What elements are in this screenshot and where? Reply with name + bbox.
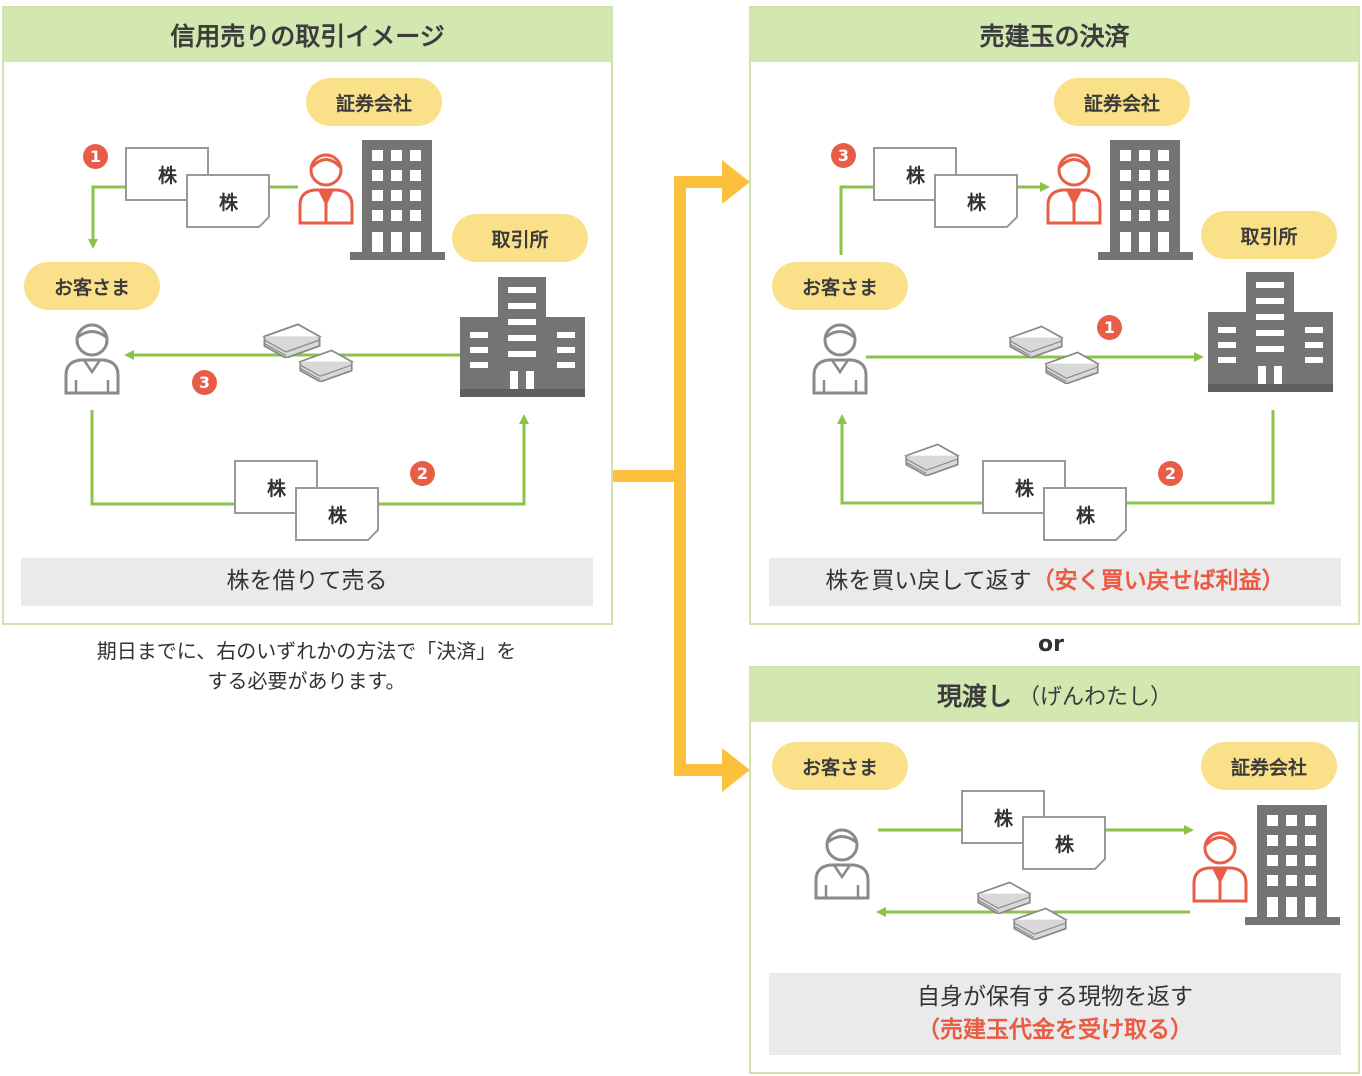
stock-document-icon (186, 174, 270, 228)
top-right-caption-highlight: （安く買い戻せば利益） (1031, 568, 1285, 595)
building-icon (1245, 805, 1340, 925)
step-badge: 2 (410, 461, 435, 486)
left-panel-title: 信用売りの取引イメージ (4, 8, 611, 62)
connector-arrowhead-bottom (722, 748, 750, 792)
customer-label: お客さま (772, 742, 908, 790)
step-badge: 3 (831, 143, 856, 168)
stock-label: 株 (218, 192, 238, 214)
cash-icon (977, 881, 1031, 914)
bottom-right-caption: 自身が保有する現物を返す （売建玉代金を受け取る） (769, 973, 1341, 1055)
customer-label: お客さま (772, 262, 908, 310)
stock-label: 株 (1014, 478, 1034, 500)
stock-label: 株 (966, 192, 986, 214)
bottom-right-title-sub: （げんわたし） (1018, 685, 1173, 710)
person-icon (1192, 831, 1248, 903)
customer-label: お客さま (24, 262, 160, 310)
top-right-caption-text: 株を買い戻して返す (825, 568, 1032, 595)
step-badge: 1 (1097, 315, 1122, 340)
bottom-right-title-main: 現渡し (936, 682, 1012, 711)
step-badge: 2 (1158, 461, 1183, 486)
exchange-label: 取引所 (1201, 211, 1337, 259)
bottom-right-caption-highlight: （売建玉代金を受け取る） (917, 1017, 1193, 1043)
bottom-right-panel-title: 現渡し（げんわたし） (751, 668, 1358, 722)
securities-label: 証券会社 (1054, 78, 1190, 126)
step-badge: 1 (83, 144, 108, 169)
stock-label: 株 (157, 165, 177, 187)
connector-arrow (612, 176, 728, 776)
securities-label: 証券会社 (1201, 742, 1337, 790)
stock-document-icon (934, 174, 1018, 228)
stock-document-icon (295, 487, 379, 541)
stock-label: 株 (905, 165, 925, 187)
connector-arrowhead-top (722, 160, 750, 204)
or-label: or (1038, 632, 1064, 657)
stock-label: 株 (1054, 834, 1074, 856)
stock-document-icon (1022, 816, 1106, 870)
person-icon (814, 828, 870, 900)
settlement-note: 期日までに、右のいずれかの方法で「決済」を する必要があります。 (30, 636, 583, 696)
left-caption-text: 株を借りて売る (226, 568, 388, 595)
top-right-panel-title: 売建玉の決済 (751, 8, 1358, 62)
step-badge: 3 (192, 370, 217, 395)
stock-label: 株 (266, 478, 286, 500)
note-line-1: 期日までに、右のいずれかの方法で「決済」を (96, 639, 517, 663)
left-caption: 株を借りて売る (21, 558, 593, 606)
note-line-2: する必要があります。 (207, 669, 406, 693)
top-right-caption: 株を買い戻して返す（安く買い戻せば利益） (769, 558, 1341, 606)
securities-label: 証券会社 (306, 78, 442, 126)
stock-label: 株 (327, 505, 347, 527)
stock-document-icon (1043, 487, 1127, 541)
bottom-right-caption-text: 自身が保有する現物を返す (917, 983, 1193, 1010)
exchange-label: 取引所 (452, 214, 588, 262)
stock-label: 株 (993, 808, 1013, 830)
stock-label: 株 (1075, 505, 1095, 527)
